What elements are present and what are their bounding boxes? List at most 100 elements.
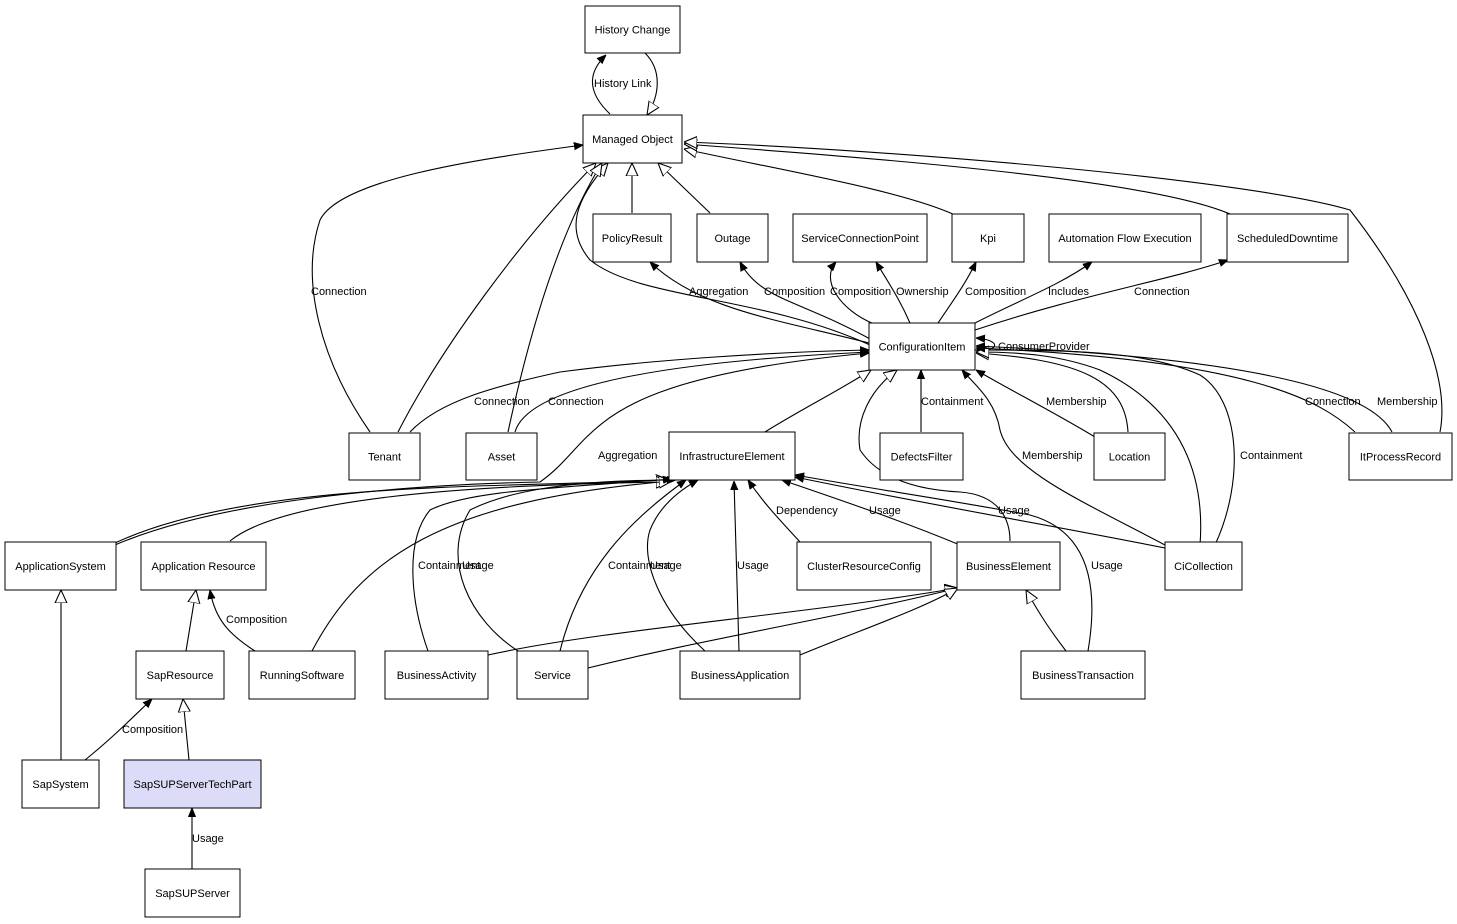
node-label: ServiceConnectionPoint bbox=[801, 233, 918, 245]
node-box bbox=[135, 650, 225, 700]
edge-label: Connection bbox=[548, 396, 604, 408]
edge-label: Connection bbox=[311, 286, 367, 298]
edge-label: Membership bbox=[1046, 396, 1107, 408]
node-label: Location bbox=[1109, 452, 1151, 464]
edge-label: Composition bbox=[965, 286, 1026, 298]
node-running-software[interactable]: RunningSoftware bbox=[248, 650, 356, 700]
node-box bbox=[951, 213, 1025, 263]
edge-tenant-connection-managed: Connection bbox=[311, 145, 583, 433]
node-tenant[interactable]: Tenant bbox=[348, 432, 421, 481]
node-label: BusinessTransaction bbox=[1032, 670, 1134, 682]
edge-ci-composition-outage: Composition bbox=[740, 262, 873, 341]
node-box bbox=[1048, 213, 1202, 263]
edge-cicollection-membership-ci: Membership bbox=[962, 370, 1166, 546]
node-configuration-item[interactable]: ConfigurationItem bbox=[868, 322, 976, 371]
edge-businesstransaction-usage-infra: Usage bbox=[795, 475, 1123, 652]
node-box bbox=[956, 541, 1061, 591]
node-label: Tenant bbox=[368, 452, 401, 464]
node-automation-flow-execution[interactable]: Automation Flow Execution bbox=[1048, 213, 1202, 263]
node-label: BusinessApplication bbox=[691, 670, 789, 682]
node-sap-resource[interactable]: SapResource bbox=[135, 650, 225, 700]
node-box bbox=[792, 213, 928, 263]
node-box bbox=[465, 432, 538, 481]
edge-label: Containment bbox=[418, 560, 480, 572]
edge-sapresource-generalization-appresource bbox=[185, 590, 196, 652]
edge-scheduleddowntime-generalization bbox=[684, 144, 1231, 215]
edge-tenant-generalization bbox=[397, 163, 596, 433]
edge-tenant-connection-ci: Connection bbox=[409, 350, 869, 433]
edge-cicollection-usage-infra: Usage bbox=[795, 477, 1166, 549]
node-defects-filter[interactable]: DefectsFilter bbox=[879, 432, 964, 481]
edge-asset-generalization bbox=[507, 163, 602, 433]
node-box bbox=[384, 650, 489, 700]
edge-label: Connection bbox=[1134, 286, 1190, 298]
edge-configurationitem-generalization bbox=[575, 163, 871, 346]
node-box bbox=[796, 541, 932, 591]
edge-label: Containment bbox=[608, 560, 670, 572]
edge-businesstransaction-generalization-be bbox=[1026, 590, 1067, 652]
edge-ci-includes-automation: Includes bbox=[974, 262, 1092, 324]
node-label: ScheduledDowntime bbox=[1237, 233, 1338, 245]
edge-clusterresource-dependency-infra: Dependency bbox=[748, 480, 838, 543]
node-business-activity[interactable]: BusinessActivity bbox=[384, 650, 489, 700]
node-it-process-record[interactable]: ItProcessRecord bbox=[1348, 432, 1453, 481]
edge-label: Usage bbox=[737, 560, 769, 572]
edge-label: History Link bbox=[594, 78, 652, 90]
node-outage[interactable]: Outage bbox=[696, 213, 769, 263]
node-business-transaction[interactable]: BusinessTransaction bbox=[1020, 650, 1146, 700]
node-sap-sup-server-tech-part[interactable]: SapSUPServerTechPart bbox=[123, 759, 262, 809]
node-box bbox=[879, 432, 964, 481]
node-box bbox=[1348, 432, 1453, 481]
edge-businesselement-usage-infra: Usage bbox=[782, 480, 961, 546]
edge-label: Usage bbox=[462, 560, 494, 572]
edge-ci-composition-scp: Composition bbox=[830, 262, 891, 325]
node-service[interactable]: Service bbox=[516, 650, 589, 700]
node-policy-result[interactable]: PolicyResult bbox=[592, 213, 672, 263]
node-application-system[interactable]: ApplicationSystem bbox=[4, 541, 117, 591]
node-sap-sup-server[interactable]: SapSUPServer bbox=[144, 868, 241, 918]
node-label: ApplicationSystem bbox=[15, 561, 106, 573]
edge-defectsfilter-containment-ci: Containment bbox=[921, 370, 983, 432]
node-label: Service bbox=[534, 670, 571, 682]
edge-service-usage-infra: Containment bbox=[559, 480, 686, 652]
edge-label: Aggregation bbox=[598, 450, 657, 462]
node-box bbox=[696, 213, 769, 263]
edge-runningsoftware-generalization-infra bbox=[311, 481, 672, 652]
edge-label: Usage bbox=[998, 505, 1030, 517]
node-infrastructure-element[interactable]: InfrastructureElement bbox=[668, 431, 796, 481]
edge-label: Aggregation bbox=[689, 286, 748, 298]
node-label: BusinessElement bbox=[966, 561, 1051, 573]
node-scheduled-downtime[interactable]: ScheduledDowntime bbox=[1226, 213, 1349, 263]
node-label: Outage bbox=[714, 233, 750, 245]
node-kpi[interactable]: Kpi bbox=[951, 213, 1025, 263]
edge-location-generalization-ci bbox=[976, 353, 1129, 433]
edge-service-containment-infra: Usage bbox=[457, 480, 676, 652]
node-box bbox=[1164, 541, 1243, 591]
node-location[interactable]: Location bbox=[1093, 432, 1166, 481]
edges-layer: History Link Connection Aggregation Comp… bbox=[61, 52, 1443, 870]
node-box bbox=[144, 868, 241, 918]
edge-outage-generalization bbox=[658, 163, 711, 214]
node-cluster-resource-config[interactable]: ClusterResourceConfig bbox=[796, 541, 932, 591]
edge-label: Containment bbox=[921, 396, 983, 408]
node-application-resource[interactable]: Application Resource bbox=[140, 541, 267, 591]
node-ci-collection[interactable]: CiCollection bbox=[1164, 541, 1243, 591]
node-box bbox=[592, 213, 672, 263]
node-box bbox=[516, 650, 589, 700]
edge-label: Membership bbox=[1022, 450, 1083, 462]
node-service-connection-point[interactable]: ServiceConnectionPoint bbox=[792, 213, 928, 263]
node-label: DefectsFilter bbox=[891, 452, 953, 464]
edge-label: Containment bbox=[1240, 450, 1302, 462]
node-business-application[interactable]: BusinessApplication bbox=[679, 650, 801, 700]
node-sap-system[interactable]: SapSystem bbox=[21, 759, 100, 809]
node-label: CiCollection bbox=[1174, 561, 1233, 573]
node-managed-object[interactable]: Managed Object bbox=[582, 114, 683, 164]
node-asset[interactable]: Asset bbox=[465, 432, 538, 481]
edge-infra-generalization-ci bbox=[764, 370, 871, 433]
node-history-change[interactable]: History Change bbox=[584, 5, 681, 54]
node-box bbox=[248, 650, 356, 700]
edge-businessactivity-usage-infra: Containment bbox=[412, 479, 672, 652]
node-business-element[interactable]: BusinessElement bbox=[956, 541, 1061, 591]
